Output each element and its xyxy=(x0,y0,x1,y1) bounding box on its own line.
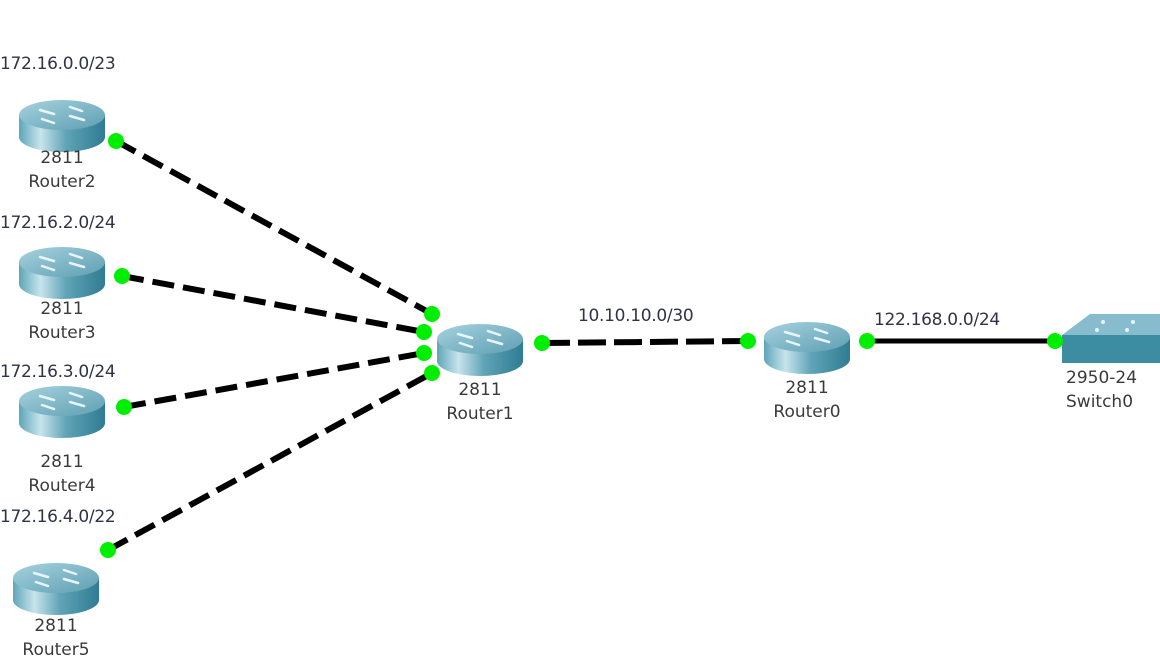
port-switch0[interactable] xyxy=(1047,333,1063,349)
router0-icon[interactable] xyxy=(764,322,850,374)
network-label-router3: 172.16.2.0/24 xyxy=(0,213,116,233)
port-router1-a[interactable] xyxy=(424,306,440,322)
model-label-router4: 2811 xyxy=(40,452,84,472)
name-label-router4: Router4 xyxy=(28,476,96,496)
name-label-router3: Router3 xyxy=(28,323,96,343)
model-label-router1: 2811 xyxy=(458,380,502,400)
link-router2-router1[interactable] xyxy=(114,138,434,317)
model-label-switch0: 2950-24 xyxy=(1066,368,1138,388)
model-label-router5: 2811 xyxy=(34,616,78,636)
model-label-router3: 2811 xyxy=(40,299,84,319)
router4-icon[interactable] xyxy=(19,386,105,438)
router1-icon[interactable] xyxy=(437,324,523,376)
network-label-link-router1-router0: 10.10.10.0/30 xyxy=(578,306,694,326)
router2-icon[interactable] xyxy=(19,100,105,152)
switch0-icon[interactable] xyxy=(1062,314,1160,363)
link-router4-router1[interactable] xyxy=(123,350,425,410)
model-label-router2: 2811 xyxy=(40,148,84,168)
name-label-router0: Router0 xyxy=(773,402,841,422)
port-router0-a[interactable] xyxy=(740,333,756,349)
router5-icon[interactable] xyxy=(13,563,99,615)
link-router3-router1[interactable] xyxy=(121,273,425,335)
link-router1-router0[interactable] xyxy=(541,338,749,346)
network-label-router2: 172.16.0.0/23 xyxy=(0,54,116,74)
model-label-router0: 2811 xyxy=(785,378,829,398)
network-label-router5: 172.16.4.0/22 xyxy=(0,507,116,527)
network-label-link-router0-switch0: 122.168.0.0/24 xyxy=(874,310,1000,330)
name-label-router1: Router1 xyxy=(446,404,514,424)
port-router0-b[interactable] xyxy=(859,333,875,349)
port-router1-c[interactable] xyxy=(416,345,432,361)
network-label-router4: 172.16.3.0/24 xyxy=(0,362,116,382)
name-label-router5: Router5 xyxy=(22,640,90,660)
name-label-switch0: Switch0 xyxy=(1066,392,1134,412)
port-router5[interactable] xyxy=(100,542,116,558)
router3-icon[interactable] xyxy=(19,247,105,299)
port-router3[interactable] xyxy=(114,268,130,284)
port-router1-b[interactable] xyxy=(416,324,432,340)
port-router2[interactable] xyxy=(108,133,124,149)
port-router1-d[interactable] xyxy=(424,365,440,381)
port-router4[interactable] xyxy=(116,399,132,415)
port-router1-e[interactable] xyxy=(534,335,550,351)
name-label-router2: Router2 xyxy=(28,172,96,192)
